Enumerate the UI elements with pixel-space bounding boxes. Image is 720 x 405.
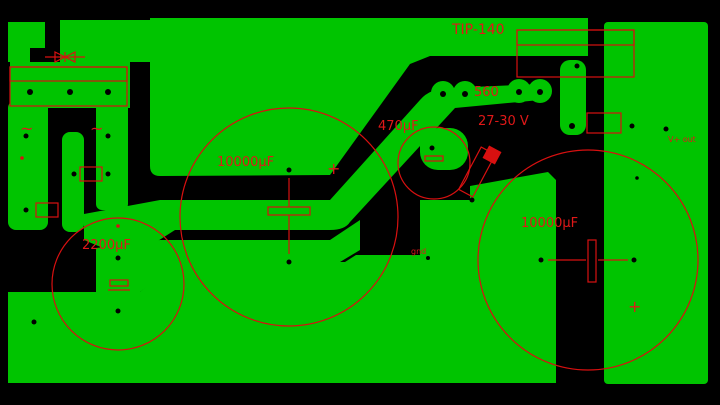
drill-hole <box>538 257 544 263</box>
cap-10000-left-outline <box>179 107 399 327</box>
drill-hole <box>429 145 435 151</box>
copper-bridge-area <box>10 62 130 108</box>
cap-470-plate <box>424 155 444 162</box>
drill-hole <box>635 176 639 180</box>
drill-hole <box>663 126 669 132</box>
resistor-outline <box>79 166 103 182</box>
label-cap-10000-left: 10000µF <box>217 155 274 170</box>
cap-10000-right-outline <box>477 149 699 371</box>
drill-hole <box>631 257 637 263</box>
copper-top-link <box>60 20 150 62</box>
copper-layer <box>8 18 708 384</box>
drill-hole <box>67 89 73 95</box>
cap-2200-plate <box>109 279 129 287</box>
label-plus-right: + <box>628 297 641 316</box>
drill-hole <box>569 123 575 129</box>
silkscreen-layer <box>9 29 699 371</box>
label-gnd: gnd <box>411 247 426 256</box>
resistor-outline <box>35 202 59 218</box>
label-regulator: TIP-140 <box>451 22 505 38</box>
drill-hole <box>462 91 468 97</box>
copper-470-pad <box>420 128 468 170</box>
drill-holes <box>23 63 669 325</box>
drill-hole <box>27 89 33 95</box>
bridge-outline-top <box>9 66 128 82</box>
drill-hole <box>105 171 111 177</box>
drill-hole <box>71 171 77 177</box>
copper-mid-bar <box>96 100 128 210</box>
drill-hole <box>469 197 475 203</box>
drill-hole <box>115 308 121 314</box>
marker-dot <box>116 224 120 228</box>
marker-dot <box>20 156 24 160</box>
drill-hole <box>429 177 435 183</box>
drill-hole <box>286 167 292 173</box>
copper-output-pour <box>604 22 708 384</box>
copper-reg-lead <box>560 60 586 135</box>
cap-470-outline <box>397 126 471 200</box>
cap-2200-outline <box>51 217 185 351</box>
label-vplus-out: V+ out <box>668 135 696 144</box>
label-voltage: 27-30 V <box>478 114 529 129</box>
copper-upper-pour <box>150 18 588 176</box>
drill-hole <box>286 259 292 265</box>
drill-hole <box>426 256 430 260</box>
drill-hole <box>574 63 580 69</box>
drill-hole <box>31 319 37 325</box>
output-resistor-outline <box>586 112 622 134</box>
drill-hole <box>537 89 543 95</box>
drill-hole <box>23 133 29 139</box>
drill-hole <box>105 89 111 95</box>
label-plus-left: + <box>327 159 340 178</box>
copper-ground-pour <box>8 172 556 383</box>
label-ac-right: ~ <box>90 119 103 138</box>
drill-hole <box>440 91 446 97</box>
drill-hole <box>115 255 121 261</box>
cap-10000-right-plate <box>587 239 597 283</box>
label-cap-470: 470µF <box>378 119 419 134</box>
silkscreen-labels: TIP-140 560 27-30 V 470µF 10000µF 10000µ… <box>20 22 696 316</box>
label-cap-10000-right: 10000µF <box>521 216 578 231</box>
drill-hole <box>629 123 635 129</box>
drill-hole <box>23 207 29 213</box>
label-cap-2200: 2200µF <box>82 238 131 253</box>
copper-left-lead <box>62 132 84 232</box>
label-560: 560 <box>474 85 499 100</box>
resistor-560-band <box>482 145 502 165</box>
drill-hole <box>105 133 111 139</box>
copper-topleft <box>8 22 45 62</box>
copper-left-bar <box>8 100 48 230</box>
drill-hole <box>516 89 522 95</box>
regulator-tab <box>516 29 635 46</box>
label-ac-left: ~ <box>20 119 33 138</box>
